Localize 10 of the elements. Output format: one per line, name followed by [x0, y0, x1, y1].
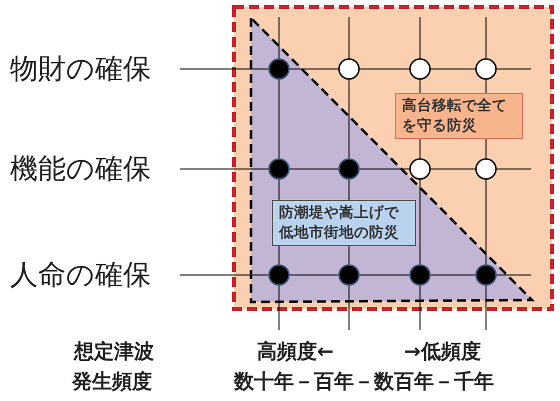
axis-label: →低頻度	[404, 341, 481, 361]
text-box: 防潮堤や嵩上げで低地市街地の防災	[272, 200, 416, 246]
row-label: 物財の確保	[10, 55, 151, 83]
axis-label: 数十年－百年－数百年－千年	[234, 371, 494, 391]
text-box: 高台移転で全てを守る防災	[395, 93, 523, 139]
axis-label: 発生頻度	[72, 371, 152, 391]
axis-label: 想定津波	[74, 341, 154, 361]
row-label: 機能の確保	[10, 155, 151, 183]
row-label: 人命の確保	[10, 261, 151, 289]
axis-label: 高頻度←	[257, 341, 334, 361]
